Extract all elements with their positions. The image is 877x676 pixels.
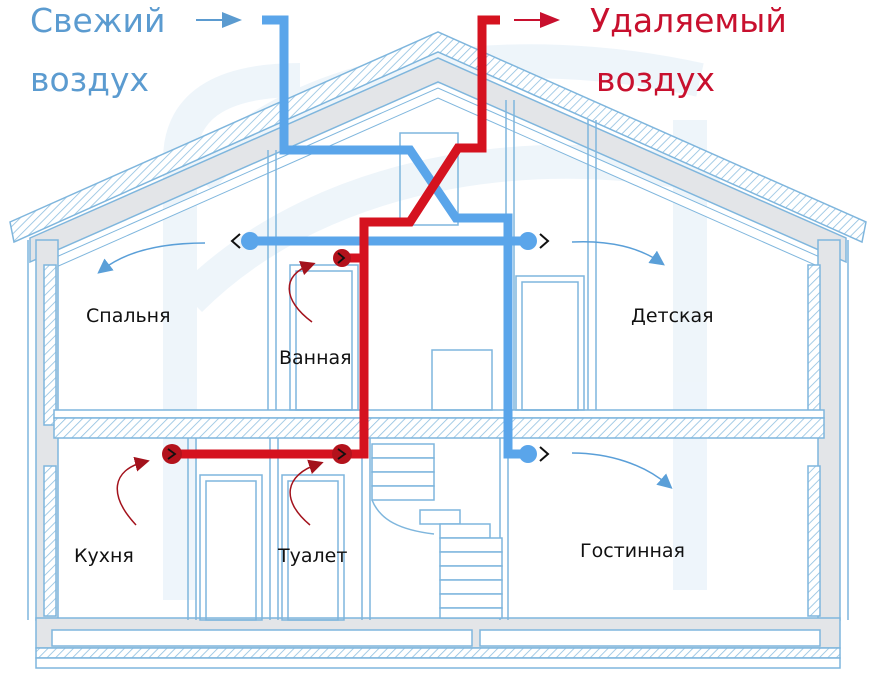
exhaust-vent-kitchen [162,444,182,464]
room-label-kitchen: Кухня [74,545,134,567]
intermediate-floor [53,409,825,439]
exhaust-grille-icon [337,448,347,460]
exhaust-air-title-line1: Удаляемый [590,1,787,40]
airflow-arrow-icon [97,242,206,274]
exhaust-grille-icon [167,448,177,460]
airflow-arrow-icon [116,456,150,526]
exhaust-vents [162,249,352,464]
staircase [371,443,503,619]
vent-grille-icon [539,446,550,462]
airflow-arrow-icon [571,240,665,266]
airflow-arrow-icon [289,459,324,526]
interior-partitions [187,100,597,621]
vent-grille-icon [539,233,550,249]
foundation [35,617,841,669]
vent-kids-room [519,232,537,250]
room-label-toilet: Туалет [278,545,348,567]
room-label-kids-room: Детская [631,305,714,327]
fresh-airflow-arrows [97,240,673,489]
airflow-arrow-icon [571,452,673,489]
airflow-arrow-icon [288,260,316,323]
exhaust-vent-toilet [332,444,352,464]
room-label-bedroom: Спальня [86,305,171,327]
exhaust-air-title-line2: воздух [596,60,716,99]
exhaust-grille-icon [337,252,346,264]
vent-living-room [519,445,537,463]
exhaust-airflow-arrows [116,260,324,526]
exhaust-vent-bathroom [333,249,351,267]
walls [27,239,849,621]
fresh-air-title-line2: воздух [30,60,150,99]
vent-bedroom [241,232,259,250]
fresh-air-vents [230,232,550,463]
room-label-living-room: Гостинная [580,540,685,562]
vent-grille-icon [230,233,241,249]
fresh-air-title-line1: Свежий [30,1,166,40]
room-label-bathroom: Ванная [279,347,352,369]
